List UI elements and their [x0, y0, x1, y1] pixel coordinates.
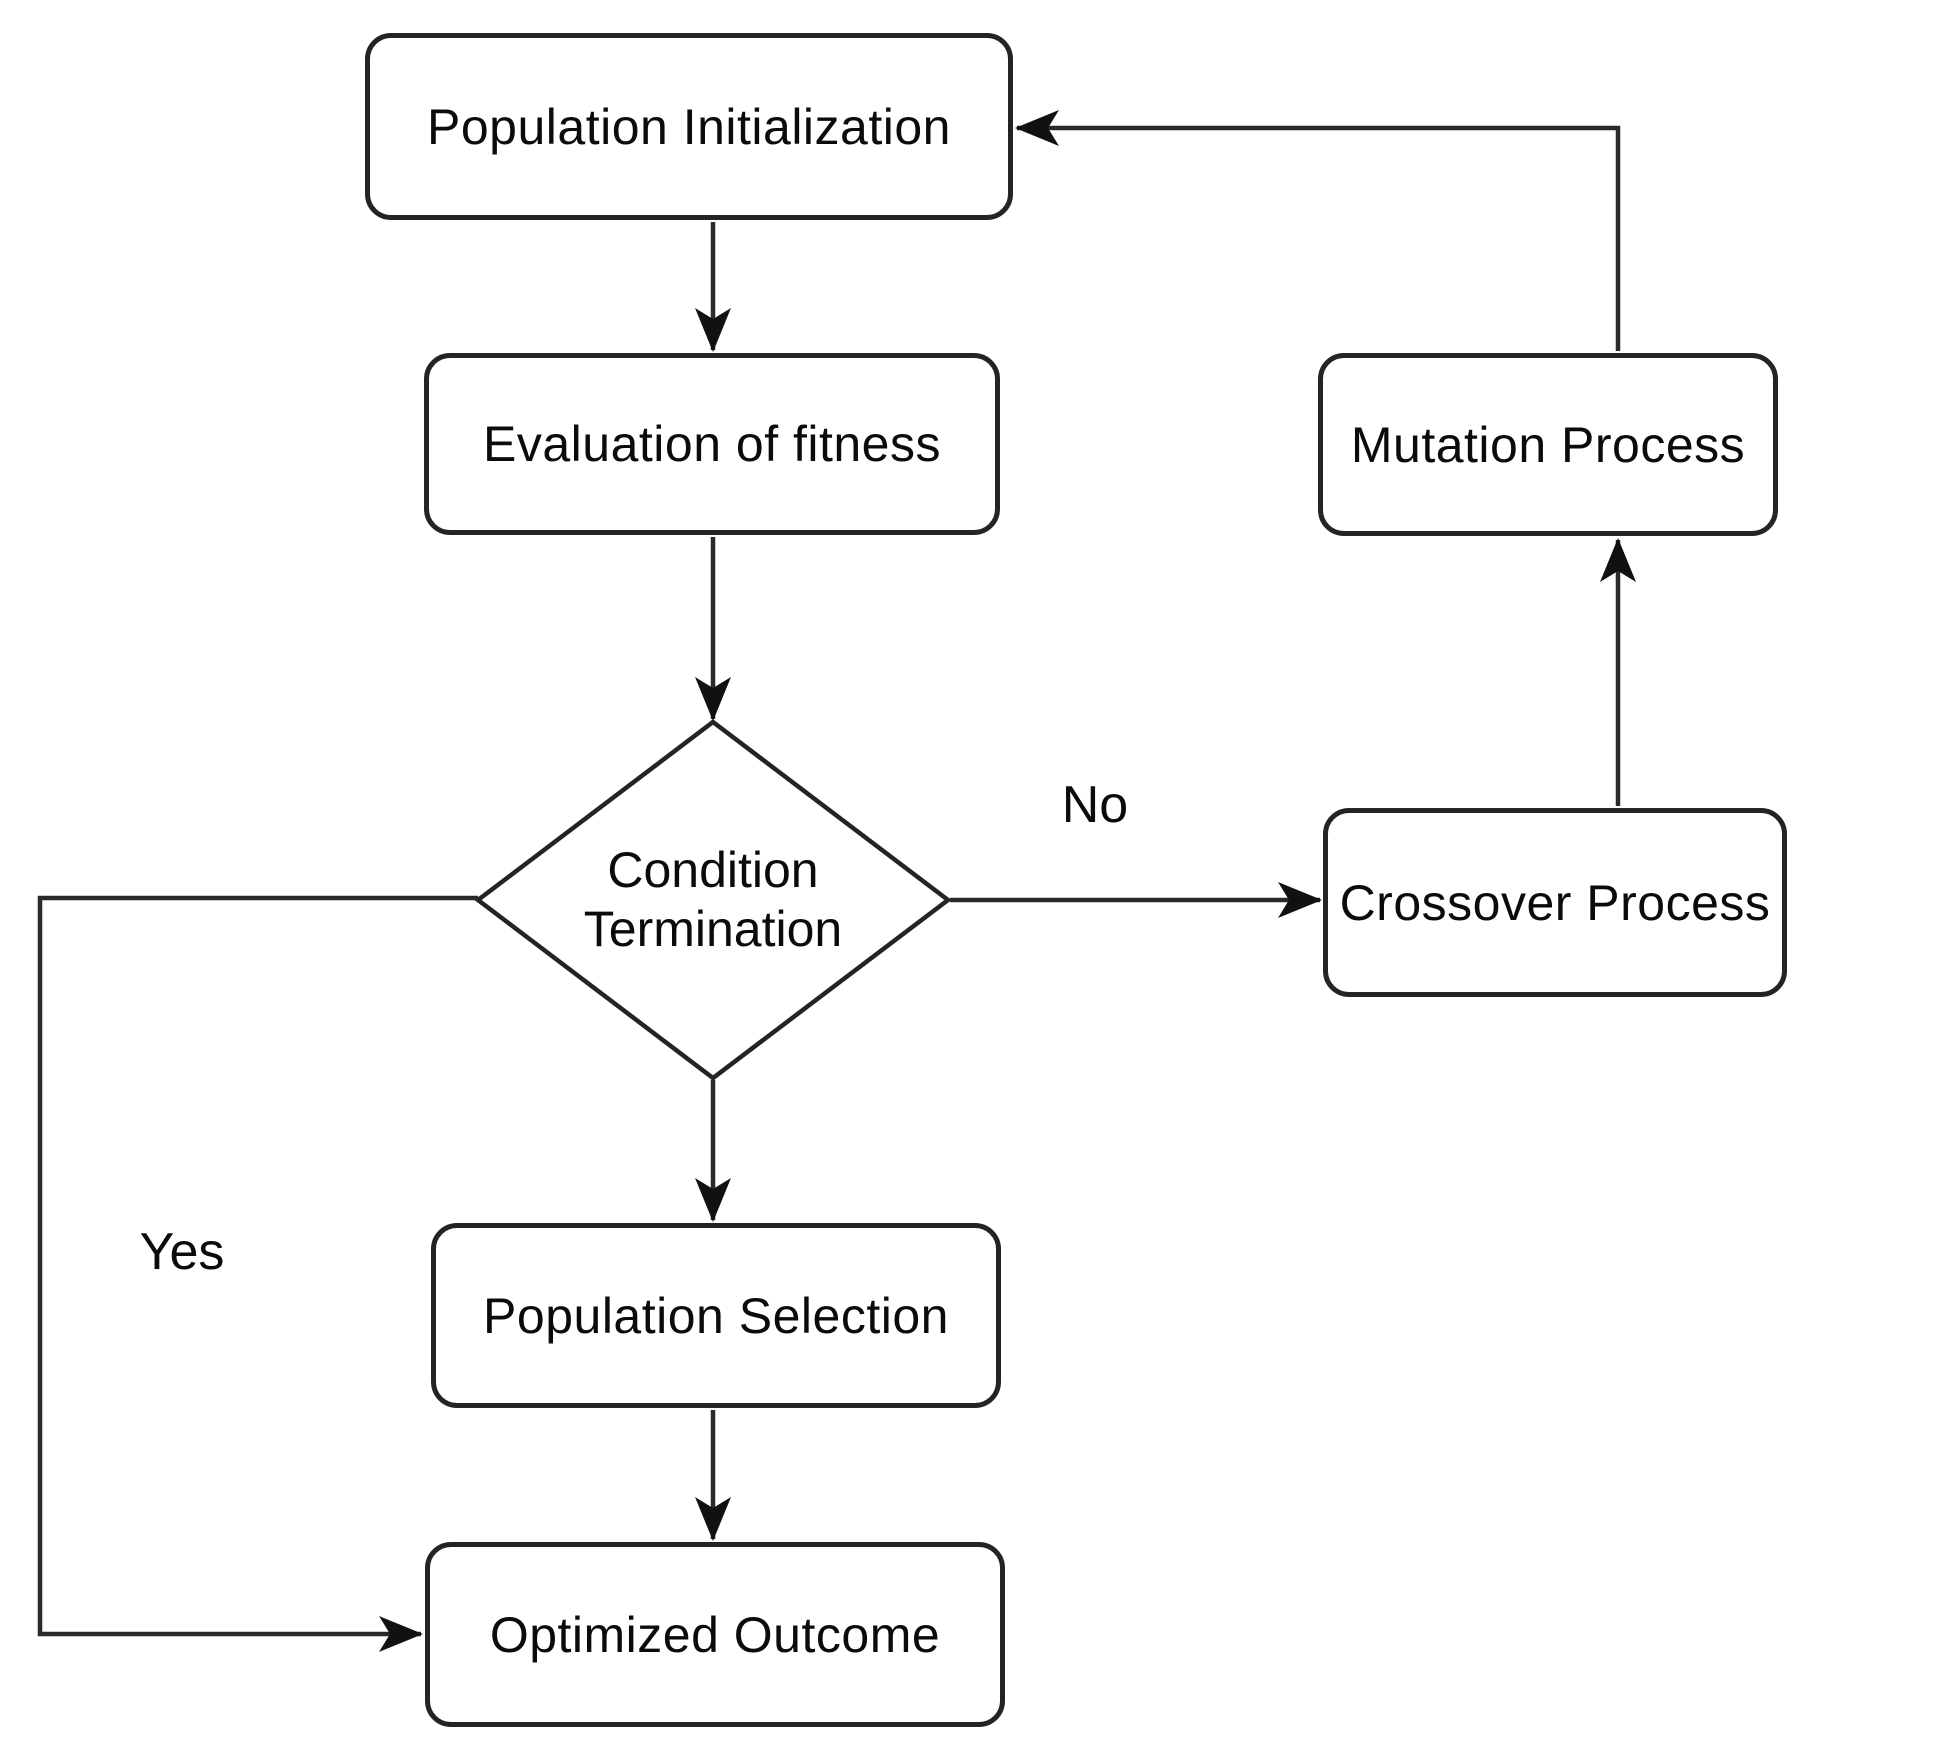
node-optimized-outcome: Optimized Outcome [425, 1542, 1005, 1727]
condition-termination-line2: Termination [583, 901, 843, 957]
node-population-initialization: Population Initialization [365, 33, 1013, 220]
node-condition-termination-label: Condition Termination [513, 790, 913, 1010]
node-evaluation-of-fitness-label: Evaluation of fitness [483, 416, 941, 472]
condition-termination-line1: Condition [607, 842, 819, 898]
node-crossover-process-label: Crossover Process [1339, 874, 1771, 931]
edge-label-no: No [1061, 776, 1129, 834]
node-mutation-process: Mutation Process [1318, 353, 1778, 536]
node-evaluation-of-fitness: Evaluation of fitness [424, 353, 1000, 535]
condition-termination-diamond [474, 719, 952, 1081]
edge-label-yes: Yes [139, 1223, 225, 1281]
edge-mutation-to-init [1015, 110, 1621, 351]
node-population-initialization-label: Population Initialization [427, 98, 951, 155]
node-optimized-outcome-label: Optimized Outcome [489, 1606, 941, 1663]
node-mutation-process-label: Mutation Process [1350, 416, 1746, 473]
node-population-selection-label: Population Selection [483, 1287, 949, 1344]
node-population-selection: Population Selection [431, 1223, 1001, 1408]
node-crossover-process: Crossover Process [1323, 808, 1787, 997]
edge-condition-yes-to-outcome [37, 895, 478, 1652]
